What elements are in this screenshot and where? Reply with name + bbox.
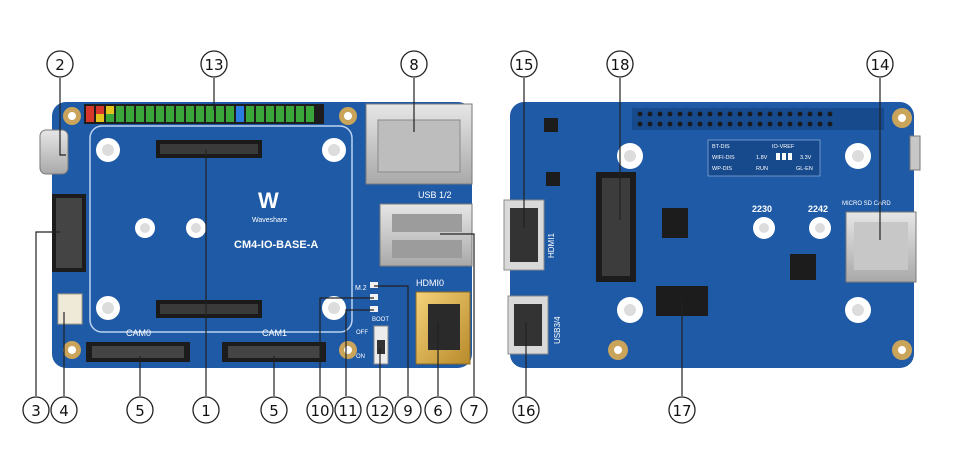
regulator-chip [662, 208, 688, 238]
cam0-label: CAM0 [126, 328, 151, 338]
callout-1: 1 [192, 396, 220, 424]
act-led [370, 294, 378, 300]
pwr-led [370, 306, 378, 312]
svg-text:1: 1 [201, 402, 211, 420]
run-label: RUN [756, 166, 768, 172]
svg-text:4: 4 [59, 402, 69, 420]
callout-4: 4 [50, 396, 78, 424]
callout-18: 18 [606, 50, 634, 78]
crystal [544, 118, 558, 132]
svg-text:15: 15 [514, 56, 533, 74]
micro-sd-label: MICRO SD CARD [842, 201, 891, 207]
gpio-header [84, 104, 324, 124]
usb-c-power-port [39, 129, 69, 175]
usb12-label: USB 1/2 [418, 190, 452, 200]
off-label: OFF [356, 330, 368, 336]
svg-text:8: 8 [409, 56, 419, 74]
callout-9: 9 [394, 396, 422, 424]
callout-2: 2 [46, 50, 74, 78]
svg-text:14: 14 [870, 56, 889, 74]
callout-3: 3 [22, 396, 50, 424]
on-label: ON [356, 354, 365, 360]
board-name: CM4-IO-BASE-A [234, 239, 318, 251]
wp-dis-label: WP-DIS [712, 166, 732, 172]
callout-10: 10 [306, 396, 334, 424]
svg-text:13: 13 [204, 56, 223, 74]
svg-text:5: 5 [269, 402, 279, 420]
hdmi1-label: HDMI1 [547, 233, 556, 258]
callout-17: 17 [668, 396, 696, 424]
svg-text:3: 3 [31, 402, 41, 420]
callout-12: 12 [366, 396, 394, 424]
io-vref-label: IO-VREF [772, 144, 795, 150]
svg-text:5: 5 [135, 402, 145, 420]
svg-text:17: 17 [672, 402, 691, 420]
fan-header [57, 293, 83, 325]
svg-text:6: 6 [433, 402, 443, 420]
gpio-holes [637, 111, 833, 127]
config-jumpers: BT-DIS WIFI-DIS WP-DIS IO-VREF 1.8V 3.3V… [707, 139, 821, 177]
gl-en-label: GL-EN [796, 166, 813, 172]
callout-5-cam0: 5 [126, 396, 154, 424]
boot-label: BOOT [372, 317, 389, 323]
cam1-label: CAM1 [262, 328, 287, 338]
svg-text:11: 11 [338, 402, 357, 420]
callout-15: 15 [510, 50, 538, 78]
svg-text:2: 2 [55, 56, 65, 74]
callout-6: 6 [424, 396, 452, 424]
callout-16: 16 [512, 396, 540, 424]
svg-text:18: 18 [610, 56, 629, 74]
svg-text:9: 9 [403, 402, 413, 420]
wifi-dis-label: WIFI-DIS [712, 155, 735, 161]
brand-label: Waveshare [252, 217, 287, 224]
cm4-outline [89, 125, 353, 333]
m2-2230-label: 2230 [752, 204, 772, 214]
v18-label: 1.8V [756, 155, 768, 161]
svg-text:7: 7 [469, 402, 479, 420]
callout-14: 14 [866, 50, 894, 78]
callout-8: 8 [400, 50, 428, 78]
callout-11: 11 [334, 396, 362, 424]
rtc-chip [790, 254, 816, 280]
callouts: 2 13 8 15 18 14 3 4 5 1 5 10 11 12 9 6 7… [22, 50, 894, 424]
board-back: 2230 2242 HDMI1 USB3/4 BT-DIS WIFI-DIS W… [503, 102, 921, 368]
svg-text:16: 16 [516, 402, 535, 420]
m2-label: M.2 [355, 285, 367, 292]
leader-lines [35, 78, 881, 396]
bt-dis-label: BT-DIS [712, 144, 730, 150]
usb34-label: USB3/4 [553, 316, 562, 344]
svg-text:12: 12 [370, 402, 389, 420]
callout-5-cam1: 5 [260, 396, 288, 424]
m2-2242-label: 2242 [808, 204, 828, 214]
hdmi0-label: HDMI0 [416, 278, 444, 288]
callout-13: 13 [200, 50, 228, 78]
v33-label: 3.3V [800, 155, 812, 161]
m2-led [370, 282, 378, 288]
svg-text:10: 10 [310, 402, 329, 420]
board-front: USB 1/2 HDMI0 CAM0 CAM1 M.2 BOOT OFF ON … [39, 102, 473, 368]
callout-7: 7 [460, 396, 488, 424]
waveshare-logo: W [258, 188, 279, 213]
